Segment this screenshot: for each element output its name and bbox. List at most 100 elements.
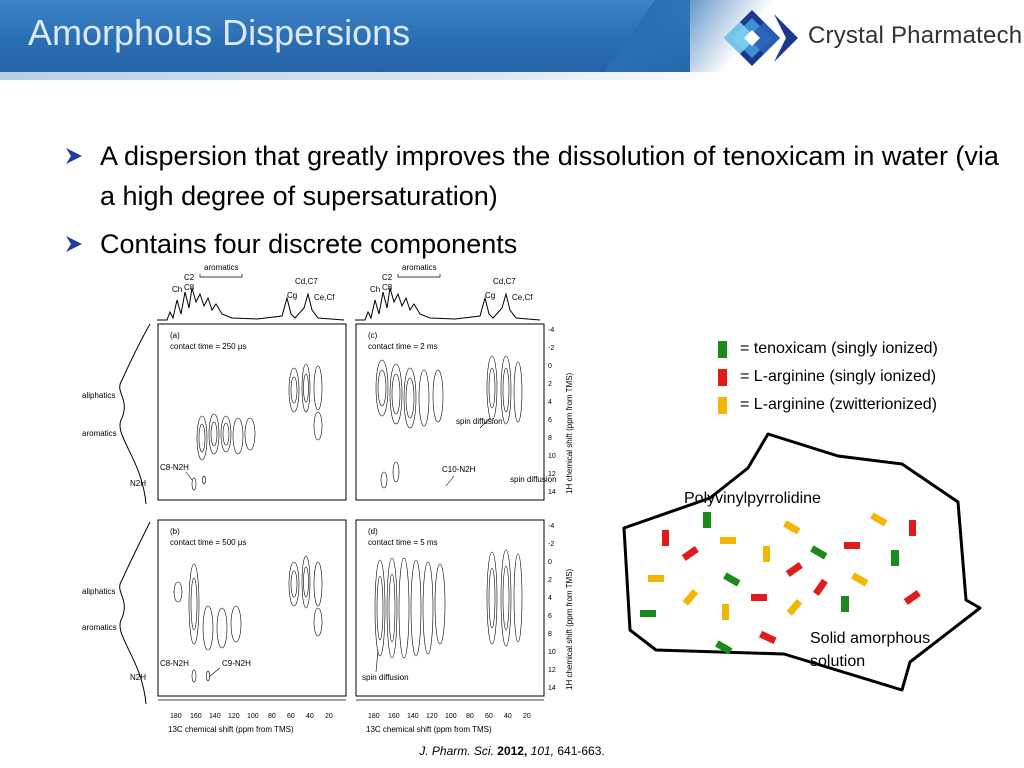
svg-text:60: 60 — [485, 713, 493, 720]
bullet-text: Contains four discrete components — [100, 229, 518, 259]
contours-panel-a — [191, 363, 323, 491]
svg-text:80: 80 — [466, 713, 474, 720]
correlation-label: C8-N2H — [160, 463, 189, 472]
peak-label: C2 — [184, 273, 195, 282]
peak-label: Cd,C7 — [493, 277, 516, 286]
peak-label: Ce,Cf — [314, 293, 335, 302]
arrow-bullet-icon — [66, 148, 82, 164]
projection-label: aromatics — [82, 623, 117, 632]
arginine-zwitterion-molecules — [648, 512, 888, 620]
legend-label: = tenoxicam (singly ionized) — [740, 340, 938, 357]
crystal-logo-icon — [724, 10, 798, 66]
svg-text:20: 20 — [325, 713, 333, 720]
polymer-label: Polyvinylpyrrolidine — [684, 490, 821, 507]
svg-text:4: 4 — [548, 595, 552, 602]
projection-label: N2H — [130, 479, 146, 488]
svg-text:-4: -4 — [548, 523, 554, 530]
correlation-label: C10-N2H — [442, 465, 476, 474]
citation-volume: 101, — [530, 744, 555, 758]
solution-label-line2: solution — [810, 653, 866, 670]
peak-label: C8 — [382, 283, 393, 292]
citation-journal: J. Pharm. Sci. — [419, 744, 494, 758]
nmr-hetcor-figure: Ch C2 C8 aromatics Cd,C7 Cg Ce,Cf Ch C2 … — [82, 263, 574, 734]
svg-text:120: 120 — [228, 713, 240, 720]
svg-text:60: 60 — [287, 713, 295, 720]
bullet-list: A dispersion that greatly improves the d… — [60, 136, 1000, 272]
peak-label: C2 — [382, 273, 393, 282]
arrow-bullet-icon — [66, 236, 82, 252]
svg-text:8: 8 — [548, 435, 552, 442]
citation: J. Pharm. Sci. 2012, 101, 641-663. — [0, 744, 1024, 758]
panel-condition: contact time = 500 μs — [170, 538, 246, 547]
projection-label: aromatics — [82, 429, 117, 438]
svg-text:14: 14 — [548, 489, 556, 496]
correlation-label: C9-N2H — [222, 659, 251, 668]
panel-label: (d) — [368, 527, 378, 536]
y-axis-top: -4 -2 0 2 4 6 8 10 12 14 — [543, 324, 556, 500]
svg-text:8: 8 — [548, 631, 552, 638]
citation-pages: 641-663. — [557, 744, 605, 758]
svg-text:140: 140 — [407, 713, 419, 720]
svg-text:14: 14 — [548, 685, 556, 692]
svg-text:12: 12 — [548, 471, 556, 478]
y-axis-bottom: -4 -2 0 2 4 6 8 10 12 14 — [543, 520, 556, 696]
correlation-label: spin diffusion — [362, 673, 409, 682]
peak-label: Ce,Cf — [512, 293, 533, 302]
x-axis-label: 13C chemical shift (ppm from TMS) — [168, 725, 294, 734]
x-axis-label: 13C chemical shift (ppm from TMS) — [366, 725, 492, 734]
svg-text:160: 160 — [190, 713, 202, 720]
x-axis-right: 180 160 140 120 100 80 60 40 20 — [356, 699, 544, 720]
peak-label: Cg — [287, 291, 297, 300]
svg-text:0: 0 — [548, 559, 552, 566]
peak-label: Cg — [485, 291, 495, 300]
contours-panel-b — [173, 555, 323, 683]
svg-text:160: 160 — [388, 713, 400, 720]
bullet-text: A dispersion that greatly improves the d… — [100, 141, 999, 211]
top-spectrum-left: Ch C2 C8 aromatics Cd,C7 Cg Ce,Cf — [157, 263, 345, 321]
correlation-label: C8-N2H — [160, 659, 189, 668]
svg-text:10: 10 — [548, 453, 556, 460]
projection-label: aliphatics — [82, 587, 115, 596]
solution-label-line1: Solid amorphous — [810, 630, 931, 647]
svg-text:-2: -2 — [548, 345, 554, 352]
peak-label: Ch — [370, 285, 380, 294]
bullet-item: A dispersion that greatly improves the d… — [60, 136, 1000, 216]
citation-year: 2012, — [497, 744, 528, 758]
svg-text:180: 180 — [170, 713, 182, 720]
svg-text:-2: -2 — [548, 541, 554, 548]
svg-text:4: 4 — [548, 399, 552, 406]
y-axis-label: 1H chemical shift (ppm from TMS) — [565, 568, 574, 690]
svg-text:100: 100 — [445, 713, 457, 720]
svg-text:100: 100 — [247, 713, 259, 720]
panel-condition: contact time = 5 ms — [368, 538, 438, 547]
legend-swatch — [718, 341, 727, 358]
svg-text:0: 0 — [548, 363, 552, 370]
svg-text:6: 6 — [548, 417, 552, 424]
contours-panel-d — [374, 549, 523, 659]
svg-text:80: 80 — [268, 713, 276, 720]
y-axis-label: 1H chemical shift (ppm from TMS) — [565, 372, 574, 494]
svg-text:-4: -4 — [548, 327, 554, 334]
legend-label: = L-arginine (singly ionized) — [740, 368, 937, 385]
svg-text:40: 40 — [504, 713, 512, 720]
x-axis-left: 180 160 140 120 100 80 60 40 20 — [158, 699, 346, 720]
left-projection-top: aliphatics aromatics N2H — [82, 323, 151, 505]
projection-label: aliphatics — [82, 391, 115, 400]
polymer-outline — [622, 432, 982, 692]
svg-text:12: 12 — [548, 667, 556, 674]
panel-condition: contact time = 2 ms — [368, 342, 438, 351]
bullet-item: Contains four discrete components — [60, 224, 1000, 264]
svg-text:2: 2 — [548, 381, 552, 388]
svg-text:6: 6 — [548, 613, 552, 620]
left-projection-bottom: aliphatics aromatics N2H — [82, 521, 151, 705]
peak-label: Ch — [172, 285, 182, 294]
svg-text:180: 180 — [368, 713, 380, 720]
legend-swatch — [718, 397, 727, 414]
legend-label: = L-arginine (zwitterionized) — [740, 396, 937, 413]
peak-label: Cd,C7 — [295, 277, 318, 286]
peak-label: C8 — [184, 283, 195, 292]
company-logo: Crystal Pharmatech — [712, 8, 1022, 68]
contours-panel-c — [375, 355, 523, 489]
panel-label: (a) — [170, 331, 180, 340]
peak-label: aromatics — [204, 263, 239, 272]
